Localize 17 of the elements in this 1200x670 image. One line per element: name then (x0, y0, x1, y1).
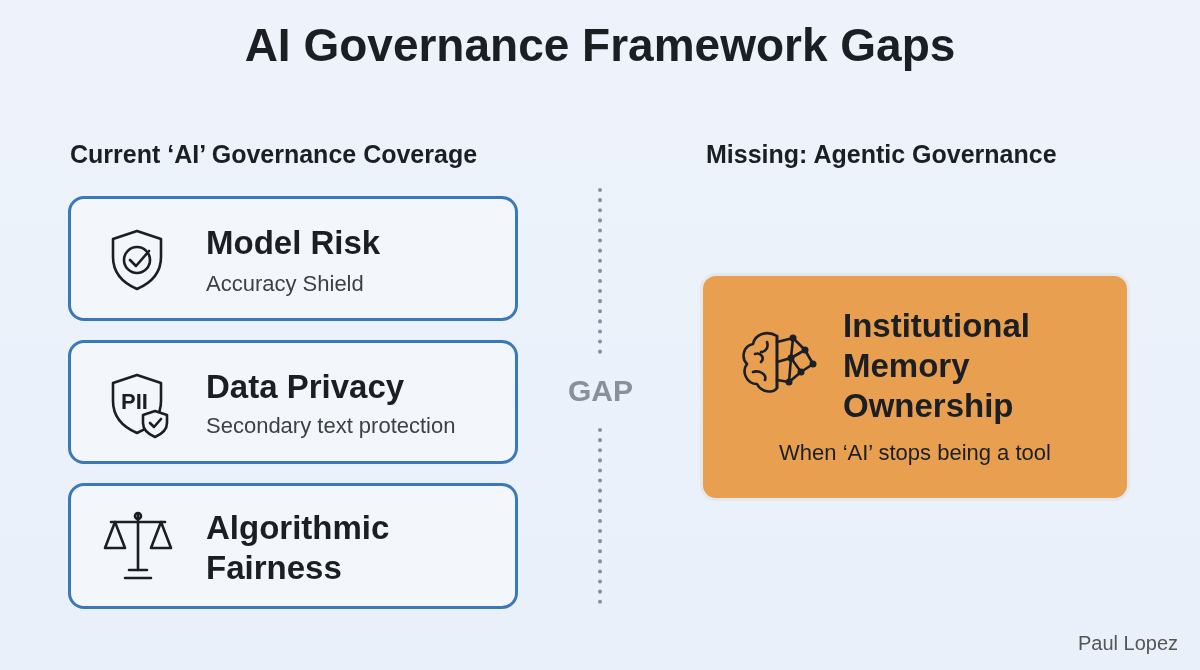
card-subtitle: When ‘AI’ stops being a tool (778, 440, 1052, 466)
card-title: Algorithmic Fairness (206, 508, 391, 588)
card (68, 340, 518, 464)
card-title: Model Risk (206, 223, 381, 263)
card-subtitle: Accuracy Shield (206, 271, 364, 297)
card (68, 196, 518, 321)
section-heading: Current ‘AI’ Governance Coverage (70, 140, 478, 169)
gap-label: GAP (568, 374, 633, 408)
card-title: Data Privacy (206, 367, 405, 407)
card (68, 483, 518, 609)
card-subtitle: Secondary text protection (206, 413, 456, 439)
section-heading: Missing: Agentic Governance (706, 140, 1057, 169)
author-credit: Paul Lopez (1077, 632, 1178, 655)
page-title: AI Governance Framework Gaps (243, 18, 957, 72)
card-title: Institutional Memory Ownership (843, 306, 1031, 426)
card (700, 273, 1130, 501)
icon-text: PII (121, 389, 148, 415)
